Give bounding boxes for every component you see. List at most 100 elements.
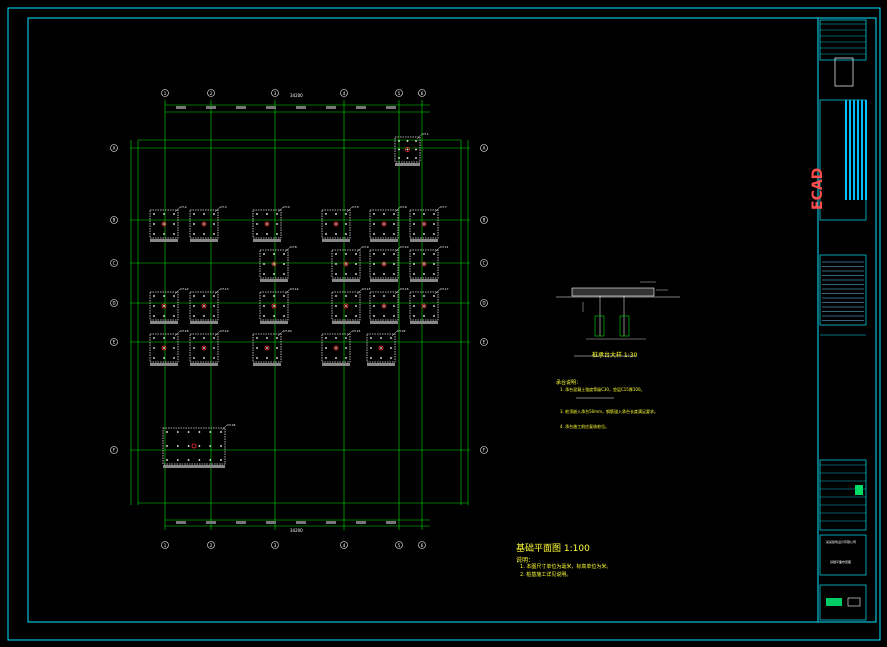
pile-marker <box>345 263 347 265</box>
pile-cap-label: CT-3 <box>220 205 227 209</box>
pile-marker <box>187 445 190 447</box>
column-center-marker <box>381 221 387 227</box>
pile-marker <box>266 223 268 225</box>
column-center-marker <box>191 443 197 449</box>
axis-bubble-left <box>110 446 118 454</box>
pile-marker <box>413 273 415 275</box>
pile-cap: CT-2 <box>149 205 187 242</box>
pile-marker <box>163 223 165 225</box>
pile-marker <box>176 445 179 447</box>
pile-marker <box>193 305 195 307</box>
pile-marker <box>163 357 165 359</box>
dimension-text <box>206 521 216 524</box>
pile-marker <box>163 295 165 297</box>
pile-marker <box>423 315 425 317</box>
pile-marker <box>203 223 205 225</box>
pile-marker <box>166 431 168 433</box>
axis-label-left: E <box>113 340 116 345</box>
axis-bubble-left <box>110 216 118 224</box>
pile-marker <box>213 295 215 297</box>
pile-marker <box>433 213 435 215</box>
pile-marker <box>176 431 179 433</box>
axis-label-right: D <box>482 301 485 306</box>
axis-bubble-top <box>161 89 169 97</box>
pile-marker <box>176 459 179 461</box>
pile-marker <box>213 315 215 317</box>
pile-marker <box>220 431 222 433</box>
pile-cap-label: CT-4 <box>283 205 290 209</box>
pile-marker <box>335 337 337 339</box>
pile-marker <box>370 337 372 339</box>
pile-marker <box>173 305 175 307</box>
axis-label-right: F <box>483 448 486 453</box>
pile-marker <box>390 337 392 339</box>
axis-bubble-left <box>110 338 118 346</box>
pile-marker <box>256 357 258 359</box>
pile-marker <box>406 140 409 142</box>
pile-cap-dimension <box>410 321 438 324</box>
pile-marker <box>193 315 195 317</box>
axis-label-top: 2 <box>210 91 213 96</box>
pile-marker <box>355 305 357 307</box>
pile-marker <box>393 315 395 317</box>
axis-bubble-bottom <box>340 541 348 549</box>
pile-cap: CT-18 <box>149 329 189 366</box>
dimension-text <box>266 521 276 524</box>
pile-marker <box>406 157 409 159</box>
pile-marker <box>203 357 205 359</box>
pile-marker <box>345 357 347 359</box>
dimension-text <box>176 521 186 524</box>
pile-marker <box>173 315 175 317</box>
pile-marker <box>383 223 385 225</box>
pile-cap-label: CT-15 <box>362 287 371 291</box>
pile-marker <box>393 295 395 297</box>
pile-cap-label: CT-16 <box>400 287 409 291</box>
pile-cap: CT-11 <box>409 245 449 282</box>
pile-marker <box>198 459 201 461</box>
signature-bar <box>849 100 851 200</box>
pile-marker <box>266 357 268 359</box>
pile-cap-dimension <box>150 321 178 324</box>
pile-marker <box>263 305 265 307</box>
titleblock-header <box>819 19 867 61</box>
column-center-marker <box>381 261 387 267</box>
plan-note-head: 说明： <box>516 557 535 564</box>
pile-marker <box>163 213 165 215</box>
pile-marker <box>393 233 395 235</box>
pile-marker <box>383 263 385 265</box>
axis-bubble-top <box>418 89 426 97</box>
axis-label-right: B <box>483 218 486 223</box>
pile-marker <box>153 305 155 307</box>
pile-marker <box>163 337 165 339</box>
pile-cap-label: CT-1 <box>422 132 429 136</box>
column-center-marker <box>343 261 349 267</box>
pile-marker <box>345 305 347 307</box>
pile-cap: CT-19 <box>189 329 229 366</box>
pile-marker <box>256 347 258 349</box>
axis-bubble-bottom <box>395 541 403 549</box>
pile-marker <box>263 273 265 275</box>
dimension-text <box>266 106 276 109</box>
pile-marker <box>398 140 400 142</box>
pile-marker <box>393 223 395 225</box>
pile-marker <box>203 337 205 339</box>
pile-cap-label: CT-18 <box>180 329 189 333</box>
detail-note-head: 承台说明： <box>556 380 582 386</box>
pile-marker <box>335 315 337 317</box>
pile-marker <box>373 253 375 255</box>
pile-marker <box>173 213 175 215</box>
pile-marker <box>380 357 382 359</box>
pile-marker <box>345 295 347 297</box>
column-center-marker <box>381 303 387 309</box>
pile-marker <box>335 223 337 225</box>
dimension-text <box>206 106 216 109</box>
signature-bar <box>861 100 863 200</box>
axis-label-right: E <box>483 340 486 345</box>
pile-marker <box>423 213 425 215</box>
pile-marker <box>163 305 165 307</box>
signature-bar <box>853 100 855 200</box>
dimension-text <box>326 521 336 524</box>
pile-marker <box>266 347 268 349</box>
axis-bubble-right <box>480 216 488 224</box>
